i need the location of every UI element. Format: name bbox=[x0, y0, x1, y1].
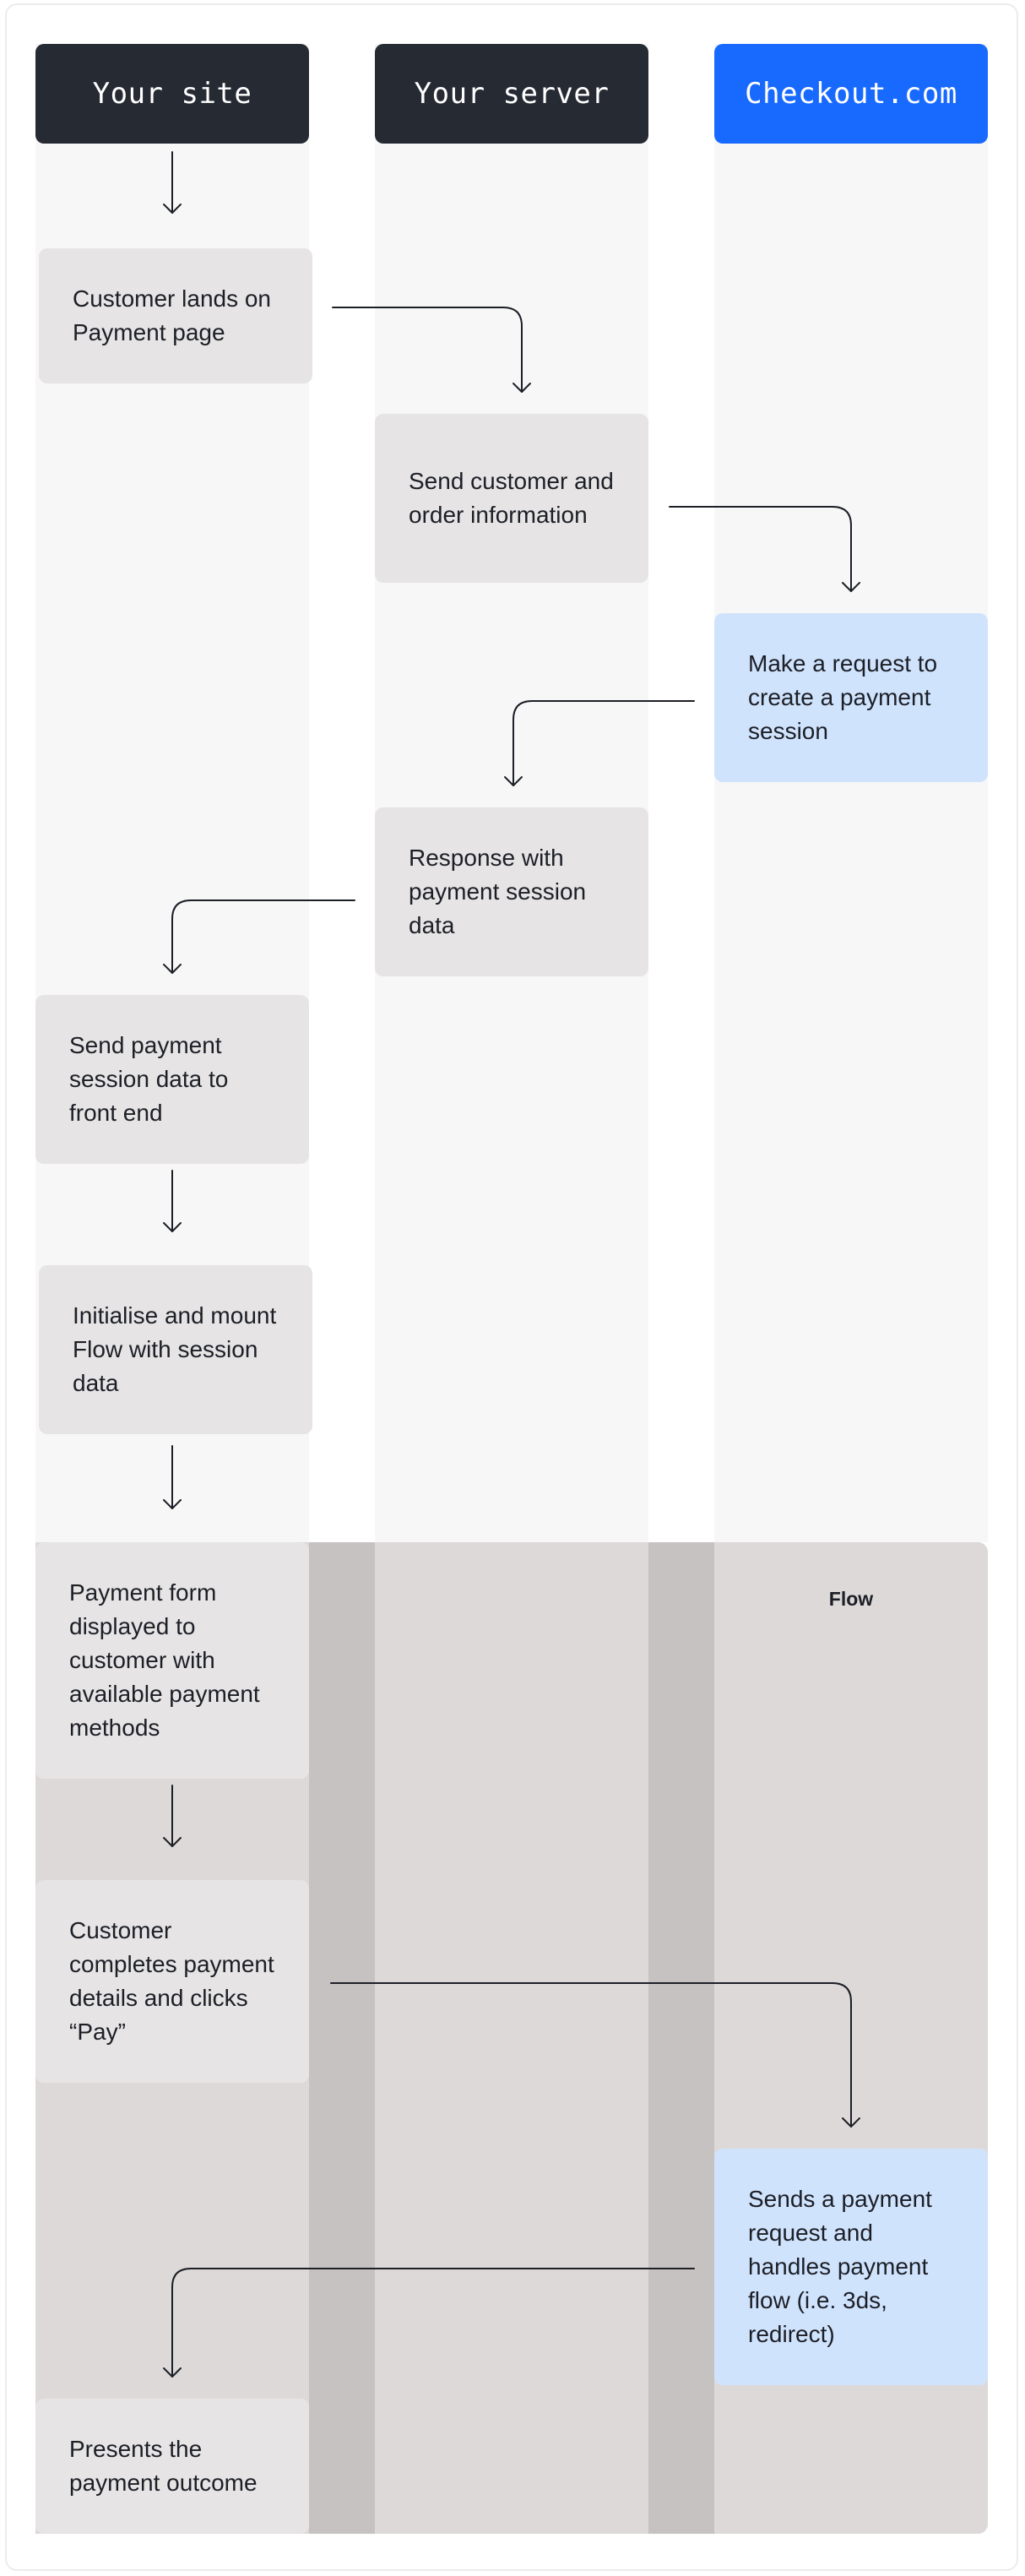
arrow-frontend-to-initialise bbox=[163, 1170, 182, 1232]
flow-lane-your-server bbox=[375, 1542, 648, 2534]
lane-checkout bbox=[714, 44, 988, 1542]
step-payment-form-displayed: Payment form displayed to customer with … bbox=[35, 1542, 309, 1779]
header-your-server: Your server bbox=[375, 44, 648, 144]
arrow-initialise-to-form bbox=[163, 1445, 182, 1509]
step-presents-outcome: Presents the payment outcome bbox=[35, 2399, 309, 2534]
arrow-pay-to-checkout bbox=[330, 1982, 860, 2128]
step-sends-payment-request: Sends a payment request and handles paym… bbox=[714, 2149, 988, 2385]
step-create-payment-session: Make a request to create a payment sessi… bbox=[714, 613, 988, 782]
arrow-header-to-lands bbox=[163, 151, 182, 214]
arrow-server-to-site bbox=[163, 899, 355, 974]
step-send-customer-order: Send customer and order information bbox=[375, 414, 648, 583]
lane-your-server bbox=[375, 44, 648, 1542]
header-your-site: Your site bbox=[35, 44, 309, 144]
arrow-checkout-to-outcome bbox=[163, 2268, 695, 2378]
step-customer-clicks-pay: Customer completes payment details and c… bbox=[35, 1880, 309, 2083]
step-initialise-flow: Initialise and mount Flow with session d… bbox=[39, 1265, 312, 1434]
header-checkout: Checkout.com bbox=[714, 44, 988, 144]
step-response-session-data: Response with payment session data bbox=[375, 807, 648, 976]
arrow-lands-to-server bbox=[332, 307, 531, 393]
step-customer-lands: Customer lands on Payment page bbox=[39, 248, 312, 383]
arrow-checkout-to-server bbox=[504, 700, 695, 786]
arrow-server-to-checkout bbox=[669, 506, 860, 592]
step-send-to-front-end: Send payment session data to front end bbox=[35, 995, 309, 1164]
arrow-form-to-pay bbox=[163, 1785, 182, 1847]
flow-label: Flow bbox=[828, 1588, 874, 1610]
